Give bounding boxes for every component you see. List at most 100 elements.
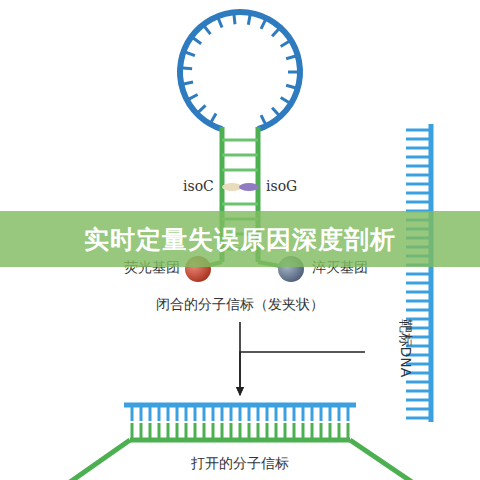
target-base	[406, 138, 431, 141]
hybrid-base	[257, 405, 260, 421]
hybrid-base-pairs	[132, 405, 348, 440]
hybrid-base	[185, 423, 188, 440]
hybrid-base	[131, 405, 134, 421]
beacon-loop	[180, 12, 300, 129]
hybrid-base	[248, 405, 251, 421]
loop-base	[197, 105, 206, 113]
target-base	[406, 183, 431, 186]
hybrid-base	[284, 405, 287, 421]
target-base	[406, 408, 431, 411]
hybrid-base	[149, 423, 152, 440]
hybrid-base	[302, 405, 305, 421]
open-arm	[70, 440, 130, 480]
loop-base	[261, 18, 266, 29]
hybrid-base	[248, 423, 251, 440]
hybrid-base	[347, 423, 350, 440]
loop-base	[234, 12, 235, 24]
flow-arrow	[240, 352, 365, 395]
target-base	[406, 309, 431, 312]
loop-base	[187, 95, 198, 101]
target-base	[406, 282, 431, 285]
hybrid-base	[329, 423, 332, 440]
hybrid-base	[311, 405, 314, 421]
target-base	[406, 399, 431, 402]
hybrid-base	[320, 405, 323, 421]
stem-pair	[222, 169, 258, 172]
node-caption: 闭合的分子信标（发夹状）	[156, 296, 324, 314]
hybrid-base	[257, 423, 260, 440]
hybrid-base	[140, 423, 143, 440]
loop-base	[272, 108, 280, 117]
loop-base	[180, 66, 192, 70]
hybrid-base	[266, 405, 269, 421]
hybrid-base	[293, 405, 296, 421]
hybrid-base	[329, 405, 332, 421]
hybrid-base	[158, 405, 161, 421]
loop-base	[210, 114, 216, 124]
target-base	[406, 300, 431, 303]
hybrid-base	[311, 423, 314, 440]
flow-arrow	[239, 322, 241, 395]
target-base	[406, 201, 431, 204]
loop-base	[286, 55, 298, 58]
target-base	[406, 381, 431, 384]
hybrid-base	[266, 423, 269, 440]
hybrid-base	[230, 423, 233, 440]
hybrid-base	[158, 423, 161, 440]
base-label: isoC	[183, 178, 214, 194]
stem-pair	[222, 203, 258, 206]
hybrid-base	[212, 405, 215, 421]
hybrid-base	[176, 423, 179, 440]
target-base	[406, 174, 431, 177]
isog-base	[239, 183, 259, 191]
hybrid-base	[212, 423, 215, 440]
loop-base	[248, 13, 250, 25]
hybrid-base	[239, 423, 242, 440]
hybrid-base	[140, 405, 143, 421]
target-base	[406, 147, 431, 150]
hybrid-base	[221, 423, 224, 440]
loop-base	[272, 27, 280, 36]
loop-base	[281, 40, 291, 46]
hybrid-base	[239, 405, 242, 421]
hybrid-base	[302, 423, 305, 440]
loop-base	[191, 37, 201, 44]
target-base	[406, 273, 431, 276]
base-label: isoG	[266, 178, 297, 194]
hybrid-base	[293, 423, 296, 440]
hybrid-base	[167, 423, 170, 440]
loop-base	[288, 71, 300, 74]
target-base	[406, 165, 431, 168]
loop-base	[184, 51, 195, 55]
loop-base	[261, 115, 266, 126]
loop-base	[281, 97, 291, 103]
hybrid-base	[284, 423, 287, 440]
stem-pair	[222, 139, 258, 142]
hybrid-base	[230, 405, 233, 421]
open-beacon: 打开的分子信标	[60, 395, 420, 480]
loop-base	[218, 16, 222, 27]
hybrid-base	[149, 405, 152, 421]
loop-base	[286, 85, 298, 88]
hybrid-base	[176, 405, 179, 421]
title-banner: 实时定量失误原因深度剖析	[0, 211, 480, 267]
hybrid-base	[338, 423, 341, 440]
target-base	[406, 192, 431, 195]
target-base	[406, 129, 431, 132]
hybrid-base	[347, 405, 350, 421]
banner-title: 实时定量失误原因深度剖析	[84, 223, 396, 256]
target-base	[406, 417, 431, 420]
hybrid-base	[194, 423, 197, 440]
hybrid-base	[185, 405, 188, 421]
hybrid-base	[275, 405, 278, 421]
target-base	[406, 390, 431, 393]
open-arm	[350, 440, 412, 480]
node-caption: 打开的分子信标	[191, 455, 289, 473]
hybrid-base	[131, 423, 134, 440]
hybrid-base	[221, 405, 224, 421]
loop-base	[203, 25, 210, 34]
hybrid-base	[275, 423, 278, 440]
loop-bases	[180, 12, 300, 126]
node-caption: 靶标DNA	[396, 319, 414, 378]
hybrid-base	[203, 405, 206, 421]
